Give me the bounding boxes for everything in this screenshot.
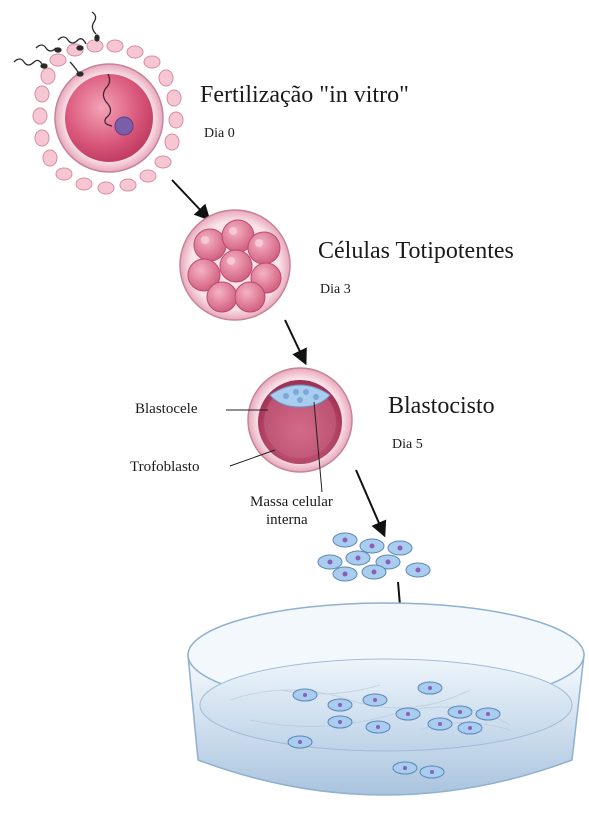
arrow-2	[285, 320, 303, 358]
stage-day-5: Dia 5	[392, 437, 423, 453]
arrow-3	[356, 470, 382, 530]
label-massa-celular-2: interna	[266, 512, 308, 529]
stage-title-totipotent: Células Totipotentes	[318, 238, 514, 265]
stage-day-3: Dia 3	[320, 282, 351, 298]
label-blastocele: Blastocele	[135, 401, 197, 418]
morula	[180, 210, 290, 320]
arrow-1	[172, 180, 205, 215]
label-massa-celular-1: Massa celular	[250, 494, 333, 511]
fertilized-egg	[33, 40, 183, 194]
blastocyst	[248, 368, 352, 472]
stage-title-blastocyst: Blastocisto	[388, 393, 495, 420]
stage-day-0: Dia 0	[204, 126, 235, 142]
petri-dish	[188, 603, 584, 795]
stage-title-fertilization: Fertilização "in vitro"	[200, 82, 409, 109]
isolated-cells	[318, 533, 430, 581]
label-trofoblasto: Trofoblasto	[130, 459, 199, 476]
